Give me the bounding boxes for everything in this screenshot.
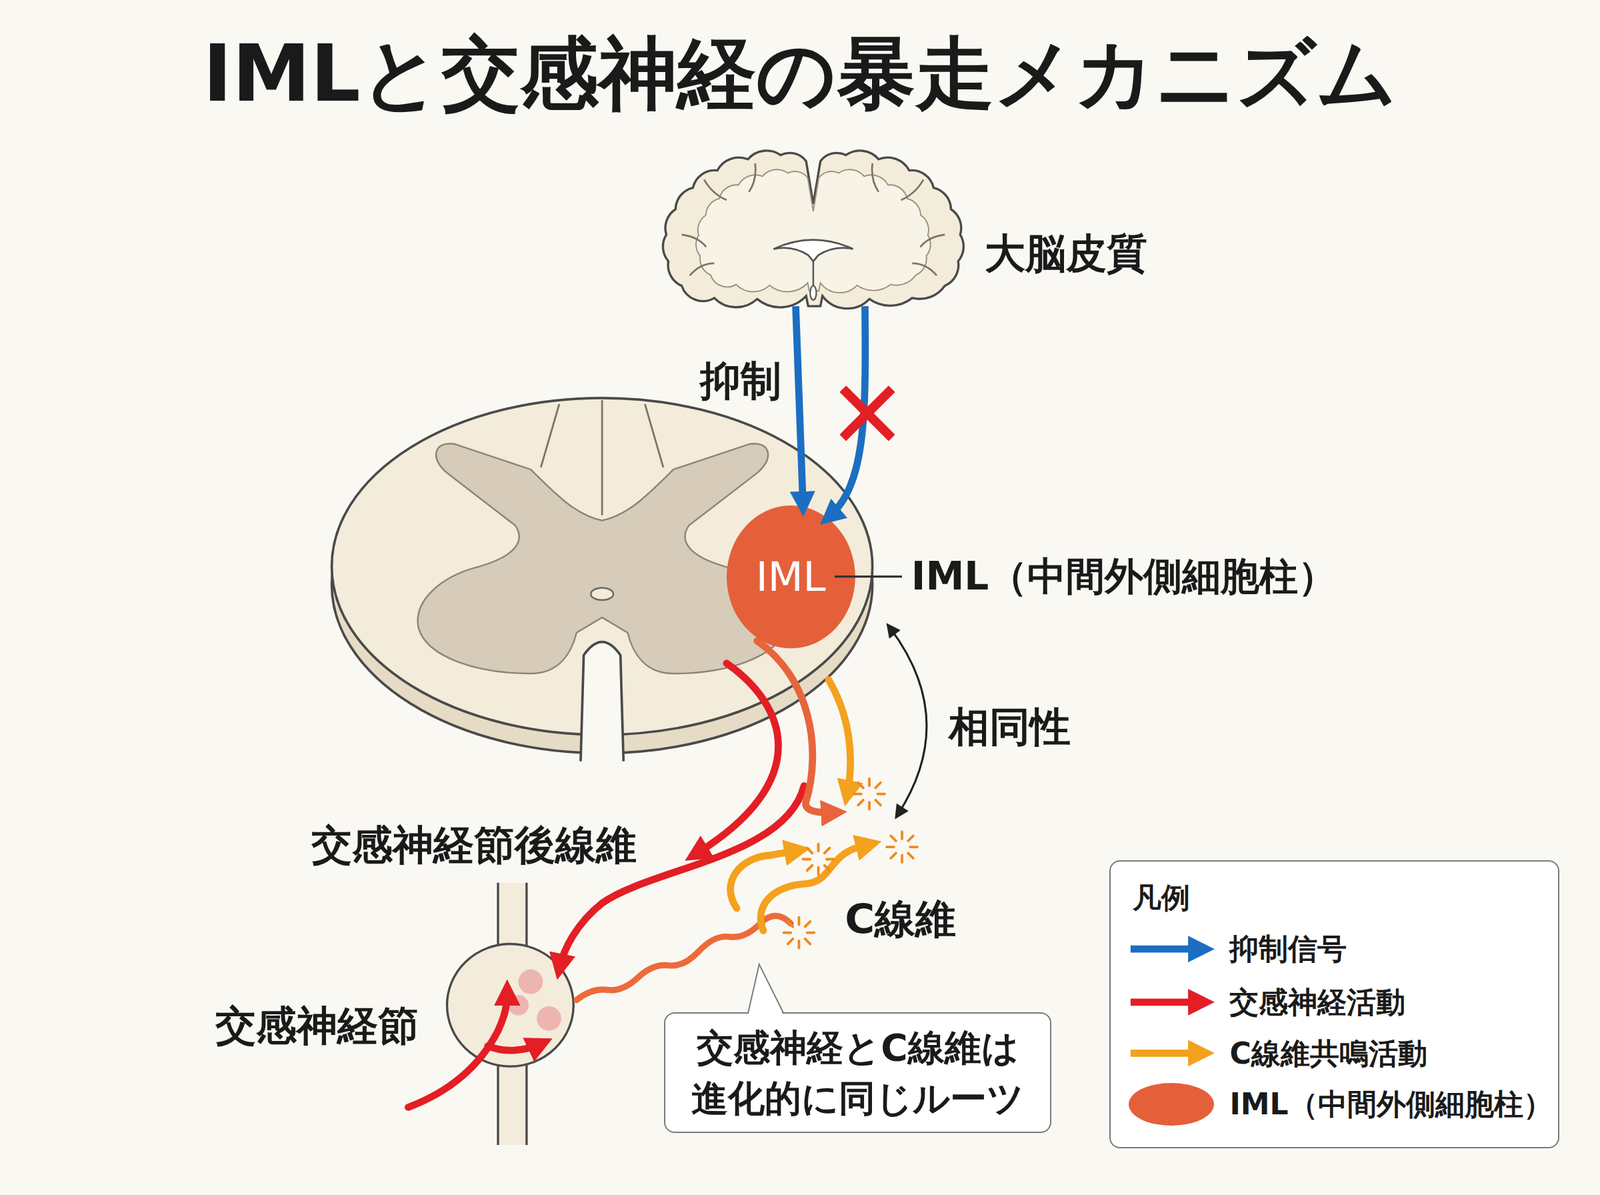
- legend-text: 交感神経活動: [1229, 984, 1406, 1020]
- sympathetic-arrow: [408, 989, 507, 1107]
- brain-stem-canal: [810, 285, 816, 300]
- ganglion-region: 交感神経節: [446, 944, 574, 1067]
- resonance-burst: [784, 917, 815, 948]
- spinal-cord: [332, 398, 873, 764]
- legend-text: C線維共鳴活動: [1229, 1035, 1427, 1071]
- sympathetic-arrow: [694, 663, 779, 856]
- node-text: 交感神経とC線維は 進化的に同じルーツ: [683, 1022, 1032, 1124]
- sympathetic-arrow: [488, 1042, 544, 1050]
- dorsal-septa: [540, 400, 664, 516]
- brain-white-matter: [696, 169, 931, 293]
- text-label: IML（中間外側細胞柱）: [911, 553, 1338, 600]
- edge-label: 抑制: [700, 356, 782, 405]
- legend-sample-arrow: [1130, 998, 1204, 1006]
- legend-text: 抑制信号: [1229, 931, 1347, 967]
- cord-face: [332, 398, 873, 735]
- node-text: IML: [756, 548, 826, 605]
- brain-region: 大脳皮質: [663, 153, 965, 307]
- homology-arrow: [890, 627, 927, 814]
- c-fiber-wave: [576, 915, 791, 1000]
- iml-ellipse: IML: [726, 505, 856, 648]
- trunk-upper: [498, 882, 527, 964]
- resonance-burst: [854, 778, 885, 810]
- trunk-lower-edge: [498, 1050, 527, 1145]
- c-fiber-arrow: [730, 850, 800, 908]
- sympathetic-arrow: [757, 640, 837, 813]
- text-label: 交感神経節後線維: [311, 820, 637, 870]
- inhibition-arrow: [796, 306, 804, 506]
- trunk-lower: [498, 1050, 527, 1145]
- brain-sulci: [681, 163, 945, 276]
- ganglion-cell: [508, 994, 529, 1016]
- ellipse-fill: [726, 505, 856, 648]
- resonance-burst: [886, 831, 918, 862]
- brain-section: [662, 150, 964, 309]
- ganglion-cell: [518, 969, 544, 994]
- cord-slab: [332, 416, 873, 753]
- legend-sample-arrow: [1130, 945, 1204, 953]
- brain-midline: [812, 261, 814, 288]
- node-text: 大脳皮質: [984, 228, 1148, 278]
- inhibition-arrow: [828, 306, 866, 518]
- ventricle: [773, 240, 853, 262]
- trunk-upper-edge: [498, 882, 527, 960]
- ventral-fissure-fill: [580, 642, 624, 764]
- text-label: C線維: [844, 894, 956, 943]
- sympathetic-ganglion: [447, 882, 574, 1145]
- callout-box: 交感神経とC線維は 進化的に同じルーツ: [664, 1012, 1051, 1133]
- c-fiber-arrow: [828, 679, 851, 796]
- legend-text: IML（中間外側細胞柱）: [1229, 1086, 1552, 1122]
- node-text: 交感神経節: [184, 1001, 419, 1050]
- callout-tail: [748, 964, 784, 1016]
- legend-sample-arrow: [1130, 1049, 1204, 1057]
- ganglion-body: [447, 944, 574, 1067]
- central-canal: [590, 587, 614, 600]
- resonance-burst: [803, 844, 834, 875]
- callout-tail-edge: [748, 964, 784, 1013]
- ventral-fissure: [580, 642, 624, 762]
- brain-outline: [662, 150, 964, 309]
- diagram-title: IMLと交感神経の暴走メカニズム: [0, 26, 1600, 122]
- text-label: 相同性: [948, 702, 1071, 751]
- sympathetic-arrow: [559, 785, 804, 969]
- legend-swatch: [1128, 1082, 1215, 1126]
- text-label: 凡例: [1132, 880, 1190, 915]
- blocked-cross: [842, 388, 892, 438]
- ganglion-cell: [536, 1006, 562, 1031]
